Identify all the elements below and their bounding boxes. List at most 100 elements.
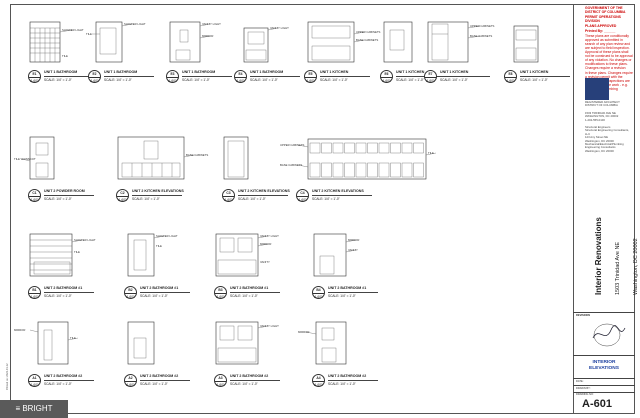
view-title: UNIT 1 KITCHEN [396,70,425,74]
view-scale: SCALE: 1/4" = 1'-0" [182,78,210,82]
stamp-line: GOVERNMENT OF THE DISTRICT OF COLUMBIA [585,6,626,14]
view-scale: SCALE: 1/4" = 1'-0" [230,382,258,386]
stamp-line: These plans are conditionally approved a… [585,34,633,70]
view-title: UNIT 1 BATHROOM [250,70,284,74]
elevation-drawing [383,21,413,63]
view-scale: SCALE: 1/4" = 1'-0" [238,197,266,201]
elevation-drawing [513,25,539,63]
elevation-note: VANITY LIGHT [270,26,289,30]
elevation-drawing [29,21,73,63]
elevation-drawing [21,136,55,180]
elevation-drawing [243,27,279,63]
elevation-note: MIRROR [260,242,272,246]
view-scale: SCALE: 1/4" = 1'-0" [328,382,356,386]
elevation-note: TILE [428,151,434,155]
elevation-drawing [427,21,481,63]
view-title: UNIT 2 POWDER ROOM [44,189,85,193]
elevation-note: TILE [74,250,80,254]
elevation-note: VANITY LIGHT [260,234,279,238]
view-scale: SCALE: 1/4" = 1'-0" [440,78,468,82]
stamp-line: PLANS APPROVED [585,24,617,28]
view-scale: SCALE: 1/4" = 1'-0" [312,197,340,201]
view-title: UNIT 2 BATHROOM #1 [230,286,269,290]
drawn-by-label: DRAWN BY: [576,387,591,390]
view-scale: SCALE: 1/4" = 1'-0" [132,197,160,201]
view-title: UNIT 2 BATHROOM #2 [140,374,179,378]
view-title: UNIT 2 KITCHEN ELEVATIONS [132,189,184,193]
view-scale: SCALE: 1/4" = 1'-0" [104,78,132,82]
project-address-1: 1503 Trinidad Ave NE [615,241,621,295]
firm-logo [585,78,609,100]
view-scale: SCALE: 1/4" = 1'-0" [44,294,72,298]
view-scale: SCALE: 1/4" = 1'-0" [140,382,168,386]
elevation-drawing [223,136,249,180]
view-scale: SCALE: 1/4" = 1'-0" [250,78,278,82]
view-scale: SCALE: 1/4" = 1'-0" [44,78,72,82]
view-scale: SCALE: 1/4" = 1'-0" [44,197,72,201]
date-label: DATE: [576,380,584,383]
view-title: UNIT 1 BATHROOM [104,70,138,74]
view-title: UNIT 2 BATHROOM #2 [230,374,269,378]
elevation-note: VANITY LIGHT [260,324,279,328]
view-scale: SCALE: 1/4" = 1'-0" [44,382,72,386]
view-title: UNIT 2 BATHROOM #1 [44,286,83,290]
view-title: UNIT 2 BATHROOM #1 [140,286,179,290]
view-title: UNIT 1 BATHROOM [182,70,216,74]
elevation-note: SHOWER LIGHT [156,234,178,238]
elevation-drawing [117,136,195,180]
view-scale: SCALE: 1/4" = 1'-0" [520,78,548,82]
view-title: UNIT 2 KITCHEN ELEVATIONS [238,189,290,193]
elevation-note: MIRROR [298,330,310,334]
view-scale: SCALE: 1/4" = 1'-0" [320,78,348,82]
view-title: UNIT 1 KITCHEN [440,70,469,74]
stamp-line: Printed By: ______ [585,29,616,33]
stamp-line: PERMIT OPERATIONS DIVISION [585,15,621,23]
view-scale: SCALE: 1/4" = 1'-0" [396,78,424,82]
elevation-drawing [29,321,79,365]
view-title: UNIT 1 KITCHEN [520,70,549,74]
elevation-drawing [29,233,83,277]
view-scale: SCALE: 1/4" = 1'-0" [140,294,168,298]
elevation-note: SHOWER LIGHT [62,28,84,32]
drawing-no-label: DRAWING NO: [576,393,594,396]
elevation-note: TILE [156,244,162,248]
revisions-label: REVISIONS [576,314,591,317]
title-block [573,4,635,414]
elevation-drawing [307,21,365,63]
sheet-border [10,4,635,414]
elevation-note: SHOWER LIGHT [124,22,146,26]
view-scale: SCALE: 1/4" = 1'-0" [230,294,258,298]
elevation-drawing [297,138,437,180]
view-title: UNIT 1 BATHROOM [44,70,78,74]
elevation-drawing [215,321,269,365]
elevation-note: BASE CABINETS [356,38,379,42]
elevation-drawing [305,321,347,365]
elevation-drawing [92,21,133,63]
elevation-note: TILE [62,54,68,58]
view-title: UNIT 2 BATHROOM #2 [328,374,367,378]
elevation-note: MIRROR [14,328,26,332]
project-address-2: Washington, DC 20002 [633,238,639,295]
elevation-note: TILE WAINSCOT [14,157,36,161]
elevation-note: UPPER CABINETS [280,143,305,147]
elevation-note: UPPER CABINETS [356,30,381,34]
